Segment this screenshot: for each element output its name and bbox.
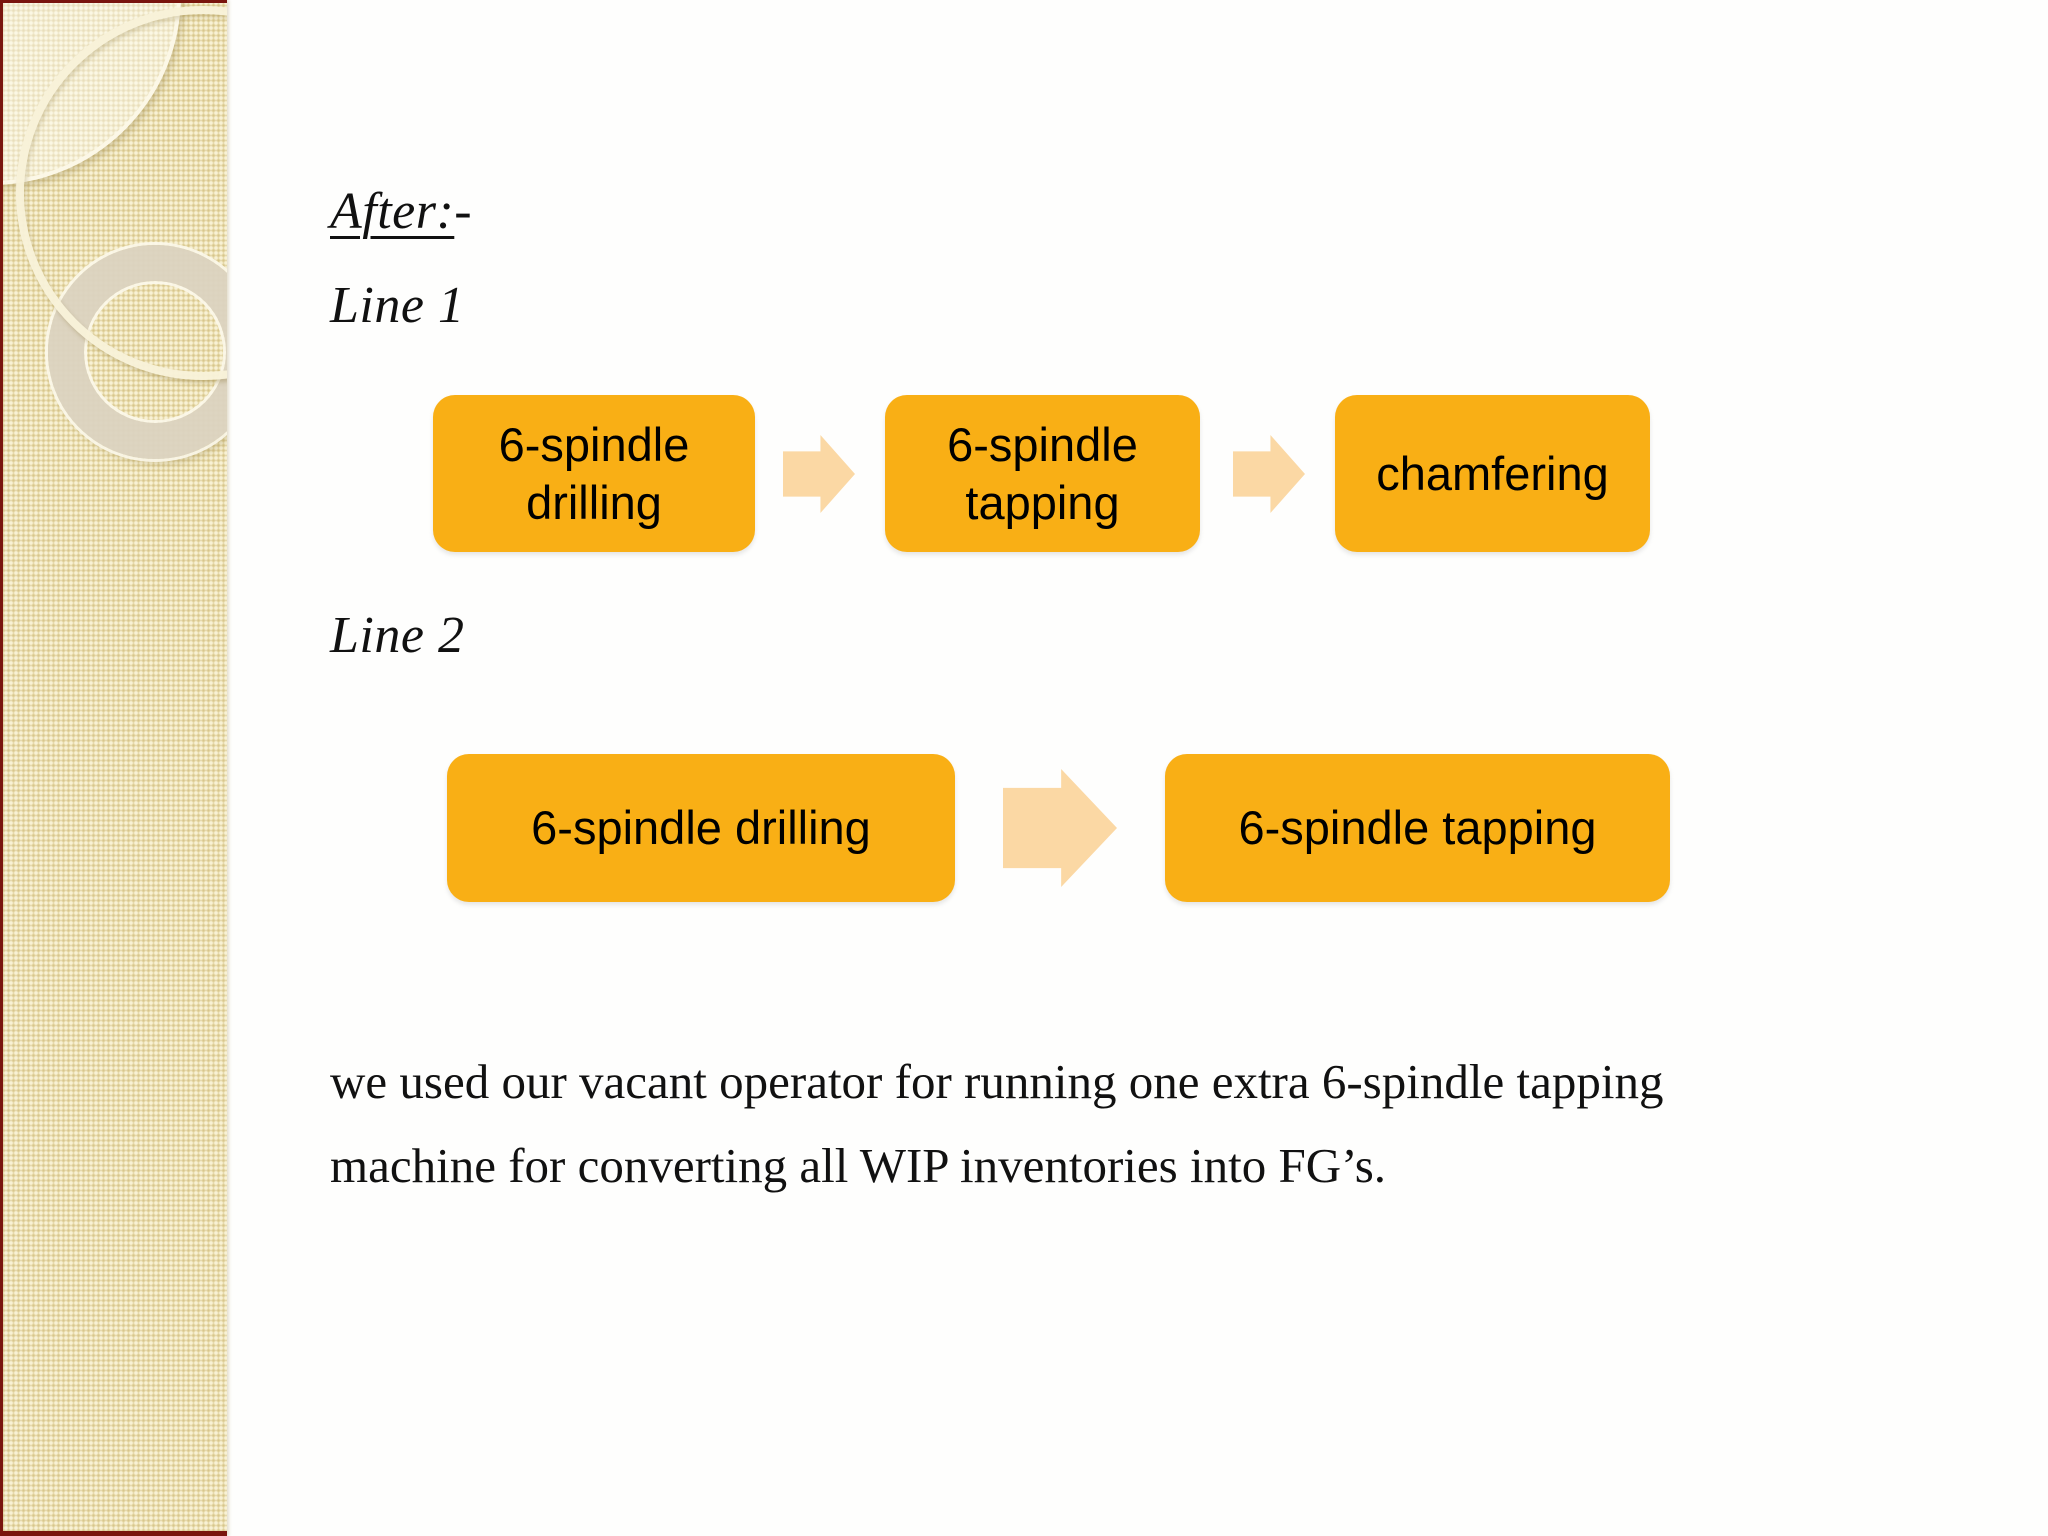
page-title-underlined: After: bbox=[330, 183, 455, 240]
page-title-suffix: - bbox=[454, 183, 473, 240]
flow1-step-chamfering-label: chamfering bbox=[1376, 446, 1609, 500]
right-arrow-icon bbox=[783, 435, 855, 513]
flow1-step-drilling-label: 6-spindle drilling bbox=[498, 418, 690, 529]
line2-label: Line 2 bbox=[330, 607, 465, 664]
sidebar-decoration bbox=[0, 0, 227, 1536]
body-line: we used our vacant operator for running … bbox=[330, 1054, 1664, 1109]
flow1-step-tapping: 6-spindle tapping bbox=[885, 395, 1200, 552]
flow1-step-chamfering: chamfering bbox=[1335, 395, 1650, 552]
body-paragraph: we used our vacant operator for running … bbox=[330, 1040, 1950, 1208]
line1-label: Line 1 bbox=[330, 277, 465, 334]
flow1-step-drilling: 6-spindle drilling bbox=[433, 395, 755, 552]
right-arrow-icon bbox=[1003, 769, 1117, 887]
flow2-step-tapping-label: 6-spindle tapping bbox=[1238, 801, 1597, 855]
right-arrow-icon bbox=[1233, 435, 1305, 513]
flow2-step-drilling: 6-spindle drilling bbox=[447, 754, 955, 902]
body-line: machine for converting all WIP inventori… bbox=[330, 1138, 1387, 1193]
flow2-step-drilling-label: 6-spindle drilling bbox=[531, 801, 871, 855]
page-title: After:- bbox=[330, 182, 472, 241]
flow1-step-tapping-label: 6-spindle tapping bbox=[947, 418, 1138, 529]
flow2-step-tapping: 6-spindle tapping bbox=[1165, 754, 1670, 902]
